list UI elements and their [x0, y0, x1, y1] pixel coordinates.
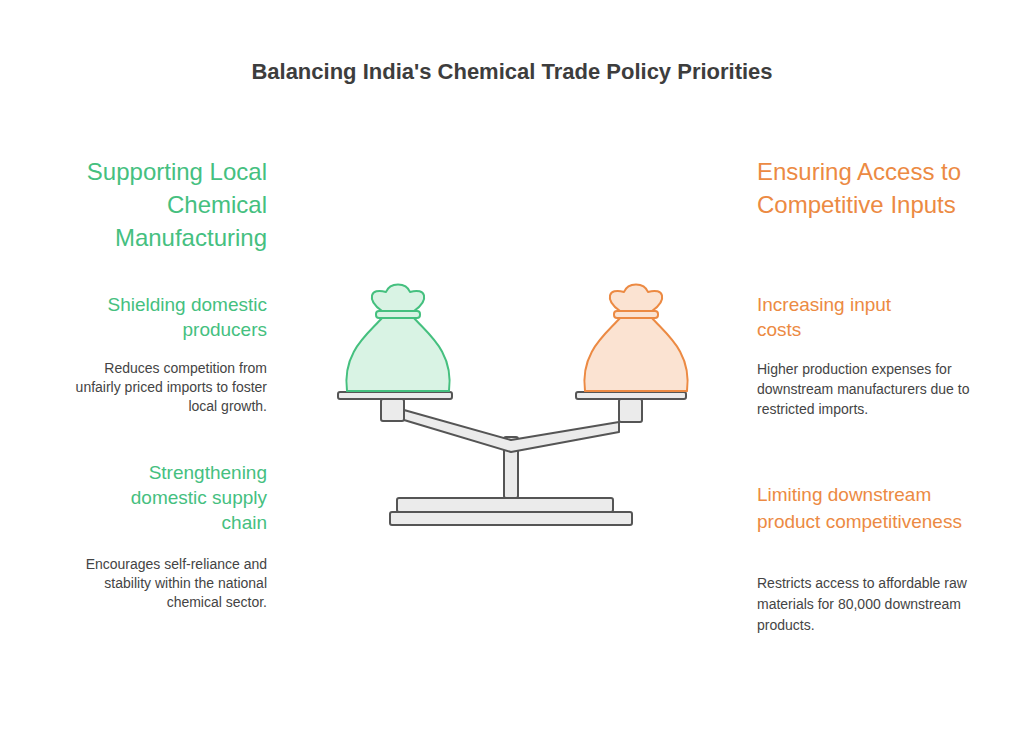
point-description: Restricts access to affordable raw mater… [757, 573, 975, 636]
scale-pan [338, 392, 452, 399]
bag-tie [376, 311, 420, 318]
scale-base [397, 498, 613, 512]
diagram-title: Balancing India's Chemical Trade Policy … [0, 58, 1024, 86]
scale-beam [404, 410, 619, 452]
bag-body [346, 318, 449, 391]
point-heading: Increasing input costs [757, 292, 937, 342]
point-description: Encourages self-reliance and stability w… [62, 555, 267, 612]
scale-base-plate [390, 512, 632, 525]
money-bag-orange [584, 285, 687, 392]
bag-body [584, 318, 687, 391]
point-heading: Shielding domestic producers [67, 292, 267, 342]
bag-top [610, 285, 662, 312]
column-heading: Supporting Local Chemical Manufacturing [57, 155, 267, 254]
bag-top [372, 285, 424, 312]
scale-hanger [619, 399, 642, 422]
bag-tie [614, 311, 658, 318]
point-heading: Strengthening domestic supply chain [92, 460, 267, 535]
money-bag-green [346, 285, 449, 392]
scale-pan [576, 392, 686, 399]
point-heading: Limiting downstream product competitiven… [757, 481, 975, 535]
scale-hanger [381, 399, 404, 421]
point-description: Higher production expenses for downstrea… [757, 359, 975, 419]
point-description: Reduces competition from unfairly priced… [62, 359, 267, 416]
column-heading: Ensuring Access to Competitive Inputs [757, 155, 982, 221]
